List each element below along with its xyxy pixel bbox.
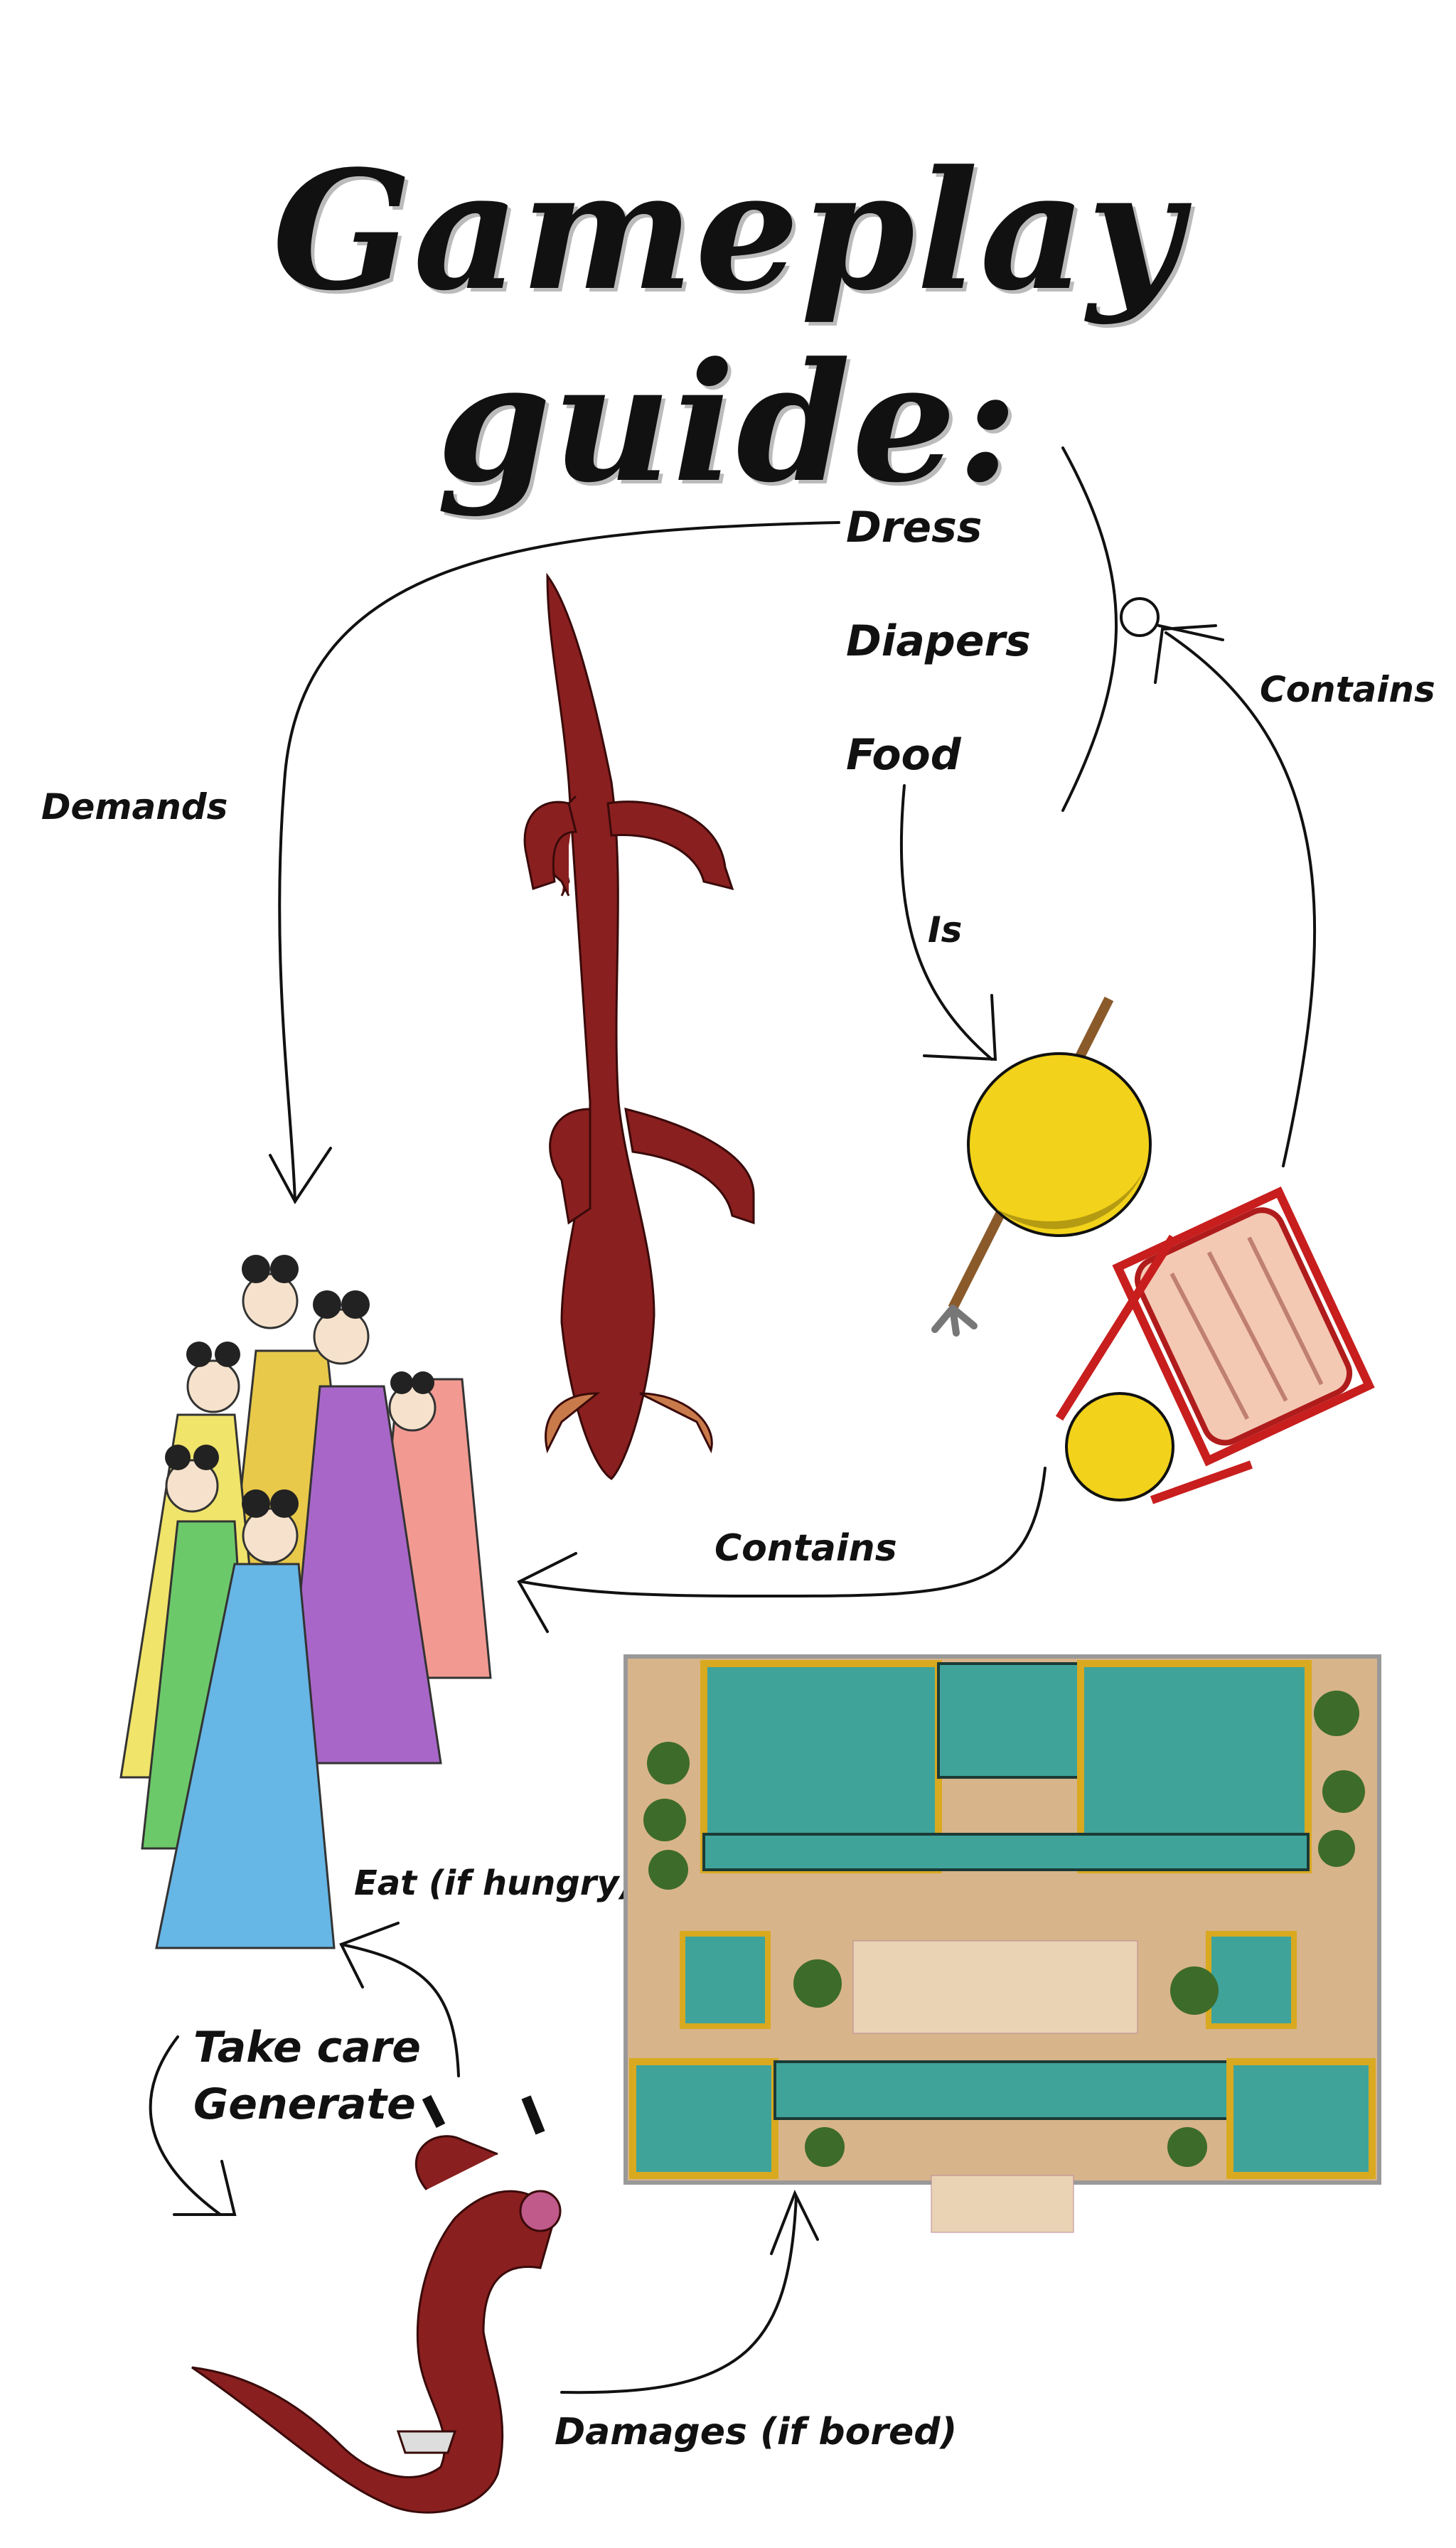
arrowhead-contains-bottom (517, 1552, 577, 1633)
arrowhead-eat (339, 1922, 400, 1988)
curve-store (1061, 446, 1118, 812)
label-contains-top: Contains (1260, 669, 1435, 710)
arrow-is (899, 784, 993, 1061)
label-generate: Generate (193, 2079, 416, 2129)
label-diapers: Diapers (846, 616, 1031, 666)
concubines-group-illustration (119, 1255, 492, 1949)
arrow-take-care (149, 2035, 222, 2216)
label-demands: Demands (41, 786, 228, 828)
label-dress: Dress (846, 503, 983, 552)
long-dragon-illustration (523, 572, 755, 1480)
label-eat-if-hungry: Eat (if hungry) (354, 1863, 635, 1903)
cart-illustration (1055, 1187, 1375, 1504)
arrow-damages (560, 2195, 798, 2394)
store-tick (1157, 624, 1224, 641)
arrow-demands (278, 521, 840, 1203)
label-contains-bottom: Contains (714, 1527, 897, 1570)
label-damages-if-bored: Damages (if bored) (555, 2411, 958, 2453)
arrow-contains-top (1165, 631, 1317, 1167)
baby-dragon-illustration (191, 2094, 562, 2514)
label-is: Is (928, 909, 963, 951)
store-circle (1120, 597, 1160, 637)
arrowhead-damages (770, 2190, 819, 2255)
arrowhead-is (923, 994, 997, 1061)
label-take-care: Take care (193, 2023, 421, 2072)
label-food: Food (846, 730, 961, 780)
page-title: Gameplay guide: (272, 135, 1184, 519)
lemon-staff-illustration (931, 996, 1152, 1337)
arrow-contains-bottom (521, 1467, 1046, 1598)
arrowhead-demands (269, 1147, 332, 1204)
arrowhead-contains-top (1154, 624, 1217, 684)
arrow-eat (340, 1943, 460, 2077)
palace-illustration (623, 1654, 1381, 2233)
arrowhead-take-care (173, 2160, 237, 2216)
